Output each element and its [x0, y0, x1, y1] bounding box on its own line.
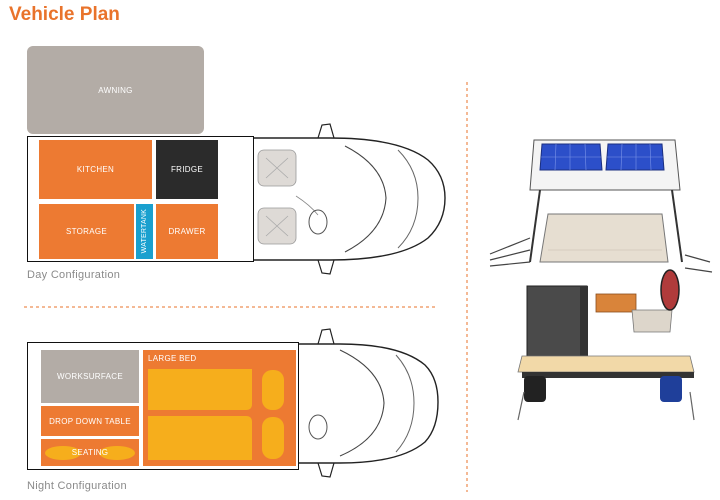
drawer-label: DRAWER [168, 227, 206, 236]
storage-zone: STORAGE [39, 204, 134, 259]
kitchen-label: KITCHEN [76, 165, 115, 174]
storage-label: STORAGE [65, 227, 108, 236]
seating-zone: SEATING [41, 439, 139, 466]
drop-down-table-label: DROP DOWN TABLE [49, 416, 131, 426]
seating-label: SEATING [71, 448, 109, 457]
large-bed-label: LARGE BED [148, 354, 197, 363]
fridge-zone: FRIDGE [156, 140, 218, 199]
worksurface-zone: WORKSURFACE [41, 350, 139, 403]
night-configuration-caption: Night Configuration [27, 480, 127, 492]
day-configuration-caption: Day Configuration [27, 269, 121, 281]
seating-cushions [45, 446, 135, 460]
fridge-label: FRIDGE [170, 165, 204, 174]
page-title: Vehicle Plan [9, 4, 120, 25]
watertank-zone: WATERTANK [136, 204, 153, 259]
drawer-zone: DRAWER [156, 204, 218, 259]
drop-down-table-zone: DROP DOWN TABLE [41, 406, 139, 436]
worksurface-label: WORKSURFACE [57, 372, 123, 381]
awning-label: AWNING [98, 85, 133, 95]
kitchen-zone: KITCHEN [39, 140, 152, 199]
awning-zone: AWNING [27, 46, 204, 134]
